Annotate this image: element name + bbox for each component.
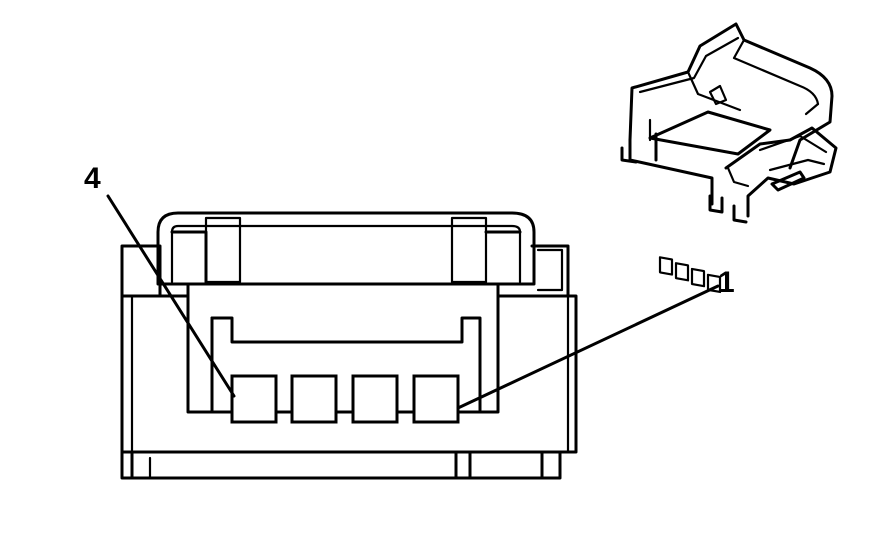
callout-leader-4 — [106, 194, 236, 398]
terminal-cavity-1 — [412, 374, 460, 424]
iso-cavity-2 — [690, 267, 706, 288]
callout-label-1: 1 — [718, 266, 735, 299]
terminal-cavity-3 — [290, 374, 338, 424]
iso-cavity-1 — [706, 273, 722, 294]
iso-cavity-3 — [674, 262, 690, 282]
connector-isometric-view — [620, 22, 838, 294]
iso-cavity-4 — [658, 256, 674, 276]
callout-label-4: 4 — [84, 162, 101, 195]
terminal-cavity-4 — [230, 374, 278, 424]
terminal-cavity-2 — [351, 374, 399, 424]
connector-face-view — [120, 211, 578, 480]
callout-leader-1 — [456, 284, 720, 410]
